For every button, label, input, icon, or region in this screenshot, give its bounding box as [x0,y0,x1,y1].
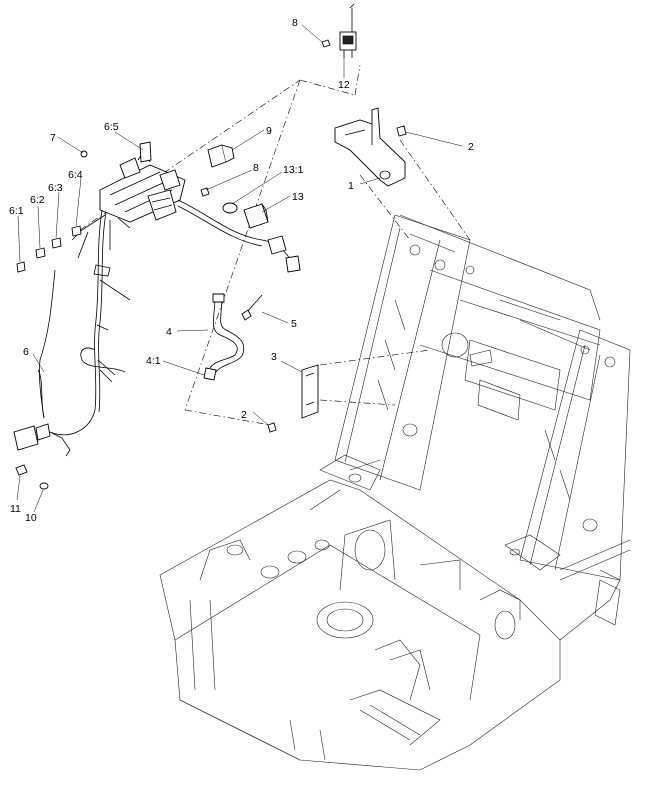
callout-6: 6 [23,346,29,358]
callout-6-2: 6:2 [30,194,45,206]
part-2-bolt-lower [267,422,277,433]
callout-1: 1 [348,180,354,192]
part-8-screw-top [321,39,331,48]
part-13-1-grommet [222,202,238,214]
callout-6-1: 6:1 [9,205,24,217]
part-6-4-terminal [71,225,82,237]
callout-2-lower: 2 [241,409,247,421]
part-7-clip [80,150,88,158]
part-10-washer [39,482,49,490]
leader-lines [16,24,463,513]
part-9-relay [207,144,235,168]
part-4-hose [203,293,245,381]
callout-2-upper: 2 [468,141,474,153]
callout-11: 11 [10,503,21,515]
callout-13: 13 [292,191,304,203]
callout-6-3: 6:3 [48,182,63,194]
callout-6-5: 6:5 [104,121,119,133]
part-2-bolt-upper [396,125,407,137]
part-12-switch [339,3,357,58]
part-13-cover [243,203,269,229]
part-6-1-terminal [16,261,26,273]
callout-5: 5 [291,318,297,330]
part-8-screw-middle [200,187,210,197]
callout-8-top: 8 [292,17,298,29]
part-5-probe [241,294,263,321]
part-6-2-terminal [35,247,46,259]
callout-13-1: 13:1 [283,164,304,176]
assembly-lines [79,64,471,426]
part-1-bracket [334,107,406,187]
callout-4-1: 4:1 [146,355,161,367]
callout-6-4: 6:4 [68,169,83,181]
callout-labels: 8 12 2 1 9 8 13:1 13 6:5 7 6:4 6:3 6:2 6… [9,17,474,524]
callout-10: 10 [25,512,37,524]
callout-7: 7 [50,132,56,144]
callout-12: 12 [338,79,350,91]
part-6-5-connector [139,141,152,163]
part-6-3-terminal [51,237,62,249]
callout-3: 3 [271,351,277,363]
callout-9: 9 [266,125,272,137]
part-6-wire-harness [13,149,301,457]
part-3-plate [301,364,319,419]
callout-8-middle: 8 [253,162,259,174]
chassis-frame [159,214,631,771]
part-11-nut [15,464,28,476]
callout-4: 4 [166,326,172,338]
